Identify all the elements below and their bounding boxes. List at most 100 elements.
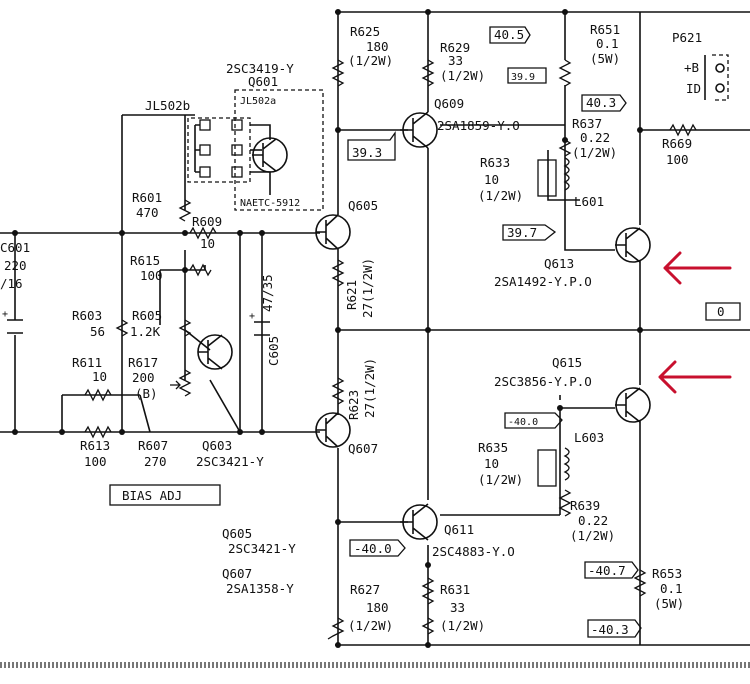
- voltage-40-5: 40.5: [494, 27, 524, 42]
- r613-value: 100: [84, 454, 107, 469]
- voltage-m40-3: -40.3: [591, 622, 629, 637]
- r609-value: 10: [200, 236, 215, 251]
- junction-dots: [12, 9, 643, 648]
- r639-value: 0.22: [578, 513, 608, 528]
- r633-value: 10: [484, 172, 499, 187]
- q601-ref: Q601: [248, 74, 278, 89]
- r669-ref: R669: [662, 136, 692, 151]
- jl502-connector: [187, 89, 324, 211]
- r629-value: 33: [448, 53, 463, 68]
- r627-ref: R627: [350, 582, 380, 597]
- inductors: [537, 157, 570, 487]
- r603-ref: R603: [72, 308, 102, 323]
- legend-q605-type: 2SC3421-Y: [228, 541, 296, 556]
- p621-ref: P621: [672, 30, 702, 45]
- voltage-39-9: 39.9: [511, 72, 535, 83]
- r651-value: 0.1: [596, 36, 619, 51]
- arrow-q615: [658, 360, 732, 394]
- r629-rating: (1/2W): [440, 68, 485, 83]
- r637-rating: (1/2W): [572, 145, 617, 160]
- legend-q607-type: 2SA1358-Y: [226, 581, 294, 596]
- r631-ref: R631: [440, 582, 470, 597]
- r625-value: 180: [366, 39, 389, 54]
- r615-ref: R615: [130, 253, 160, 268]
- r633-rating: (1/2W): [478, 188, 523, 203]
- voltage-flags: [347, 26, 741, 638]
- r651-rating: (5W): [590, 51, 620, 66]
- r629-ref: R629: [440, 40, 470, 55]
- r637-value: 0.22: [580, 130, 610, 145]
- r631-value: 33: [450, 600, 465, 615]
- r635-rating: (1/2W): [478, 472, 523, 487]
- voltage-40-3: 40.3: [586, 95, 616, 110]
- q607-ref: Q607: [348, 441, 378, 456]
- q611-ref: Q611: [444, 522, 474, 537]
- r653-ref: R653: [652, 566, 682, 581]
- p621-connector: [712, 54, 729, 101]
- r601-ref: R601: [132, 190, 162, 205]
- voltage-0: 0: [717, 304, 725, 319]
- r615-value: 100: [140, 268, 163, 283]
- r621-ref: R621: [344, 280, 359, 310]
- legend-q605-ref: Q605: [222, 526, 252, 541]
- resistors: [84, 59, 697, 640]
- r635-value: 10: [484, 456, 499, 471]
- svg-text:+: +: [249, 311, 255, 322]
- r601-value: 470: [136, 205, 159, 220]
- r633-ref: R633: [480, 155, 510, 170]
- c605-value: 47/35: [260, 274, 275, 312]
- r611-ref: R611: [72, 355, 102, 370]
- transistors: [197, 111, 651, 541]
- q601-type: 2SC3419-Y: [226, 61, 294, 76]
- labels: C601 220 /16 JL502b 2SC3419-Y Q601 JL502…: [0, 22, 725, 637]
- r639-rating: (1/2W): [570, 528, 615, 543]
- voltage-39-7: 39.7: [507, 225, 537, 240]
- highlight-arrows: [658, 251, 732, 394]
- r617-ref: R617: [128, 355, 158, 370]
- voltage-m40-0-b: -40.0: [354, 541, 392, 556]
- r607-value: 270: [144, 454, 167, 469]
- q611-type: 2SC4883-Y.O: [432, 544, 515, 559]
- c601-value: 220: [4, 258, 27, 273]
- r631-rating: (1/2W): [440, 618, 485, 633]
- r617-value: 200: [132, 370, 155, 385]
- p621-pin2: ID: [686, 81, 701, 96]
- q601-connector: JL502a: [240, 96, 276, 107]
- c601-ref: C601: [0, 240, 30, 255]
- r627-rating: (1/2W): [348, 618, 393, 633]
- c601-extra: /16: [0, 276, 23, 291]
- r669-value: 100: [666, 152, 689, 167]
- q603-ref: Q603: [202, 438, 232, 453]
- q613-type: 2SA1492-Y.P.O: [494, 274, 592, 289]
- r609-ref: R609: [192, 214, 222, 229]
- q613-ref: Q613: [544, 256, 574, 271]
- q601-module: NAETC-5912: [240, 198, 300, 209]
- r635-ref: R635: [478, 440, 508, 455]
- r613-ref: R613: [80, 438, 110, 453]
- r621-value: 27(1/2W): [360, 258, 375, 318]
- voltage-m40-0-a: -40.0: [508, 417, 538, 428]
- q609-ref: Q609: [434, 96, 464, 111]
- q609-type: 2SA1859-Y.O: [437, 118, 520, 133]
- r617-extra: (B): [135, 386, 158, 401]
- r623-ref: R623: [346, 390, 361, 420]
- c605-ref: C605: [266, 336, 281, 366]
- r625-rating: (1/2W): [348, 53, 393, 68]
- r625-ref: R625: [350, 24, 380, 39]
- voltage-m40-7: -40.7: [588, 563, 626, 578]
- p621-pin1: +B: [684, 60, 699, 75]
- capacitors: + +: [2, 309, 270, 336]
- r637-ref: R637: [572, 116, 602, 131]
- bias-adj-label: BIAS ADJ: [122, 488, 182, 503]
- svg-text:+: +: [2, 309, 8, 320]
- l601-ref: L601: [574, 194, 604, 209]
- r611-value: 10: [92, 369, 107, 384]
- q603-type: 2SC3421-Y: [196, 454, 264, 469]
- q615-ref: Q615: [552, 355, 582, 370]
- q605-ref: Q605: [348, 198, 378, 213]
- voltage-39-3: 39.3: [352, 145, 382, 160]
- r653-rating: (5W): [654, 596, 684, 611]
- bias-adj-box: [109, 484, 221, 506]
- r639-ref: R639: [570, 498, 600, 513]
